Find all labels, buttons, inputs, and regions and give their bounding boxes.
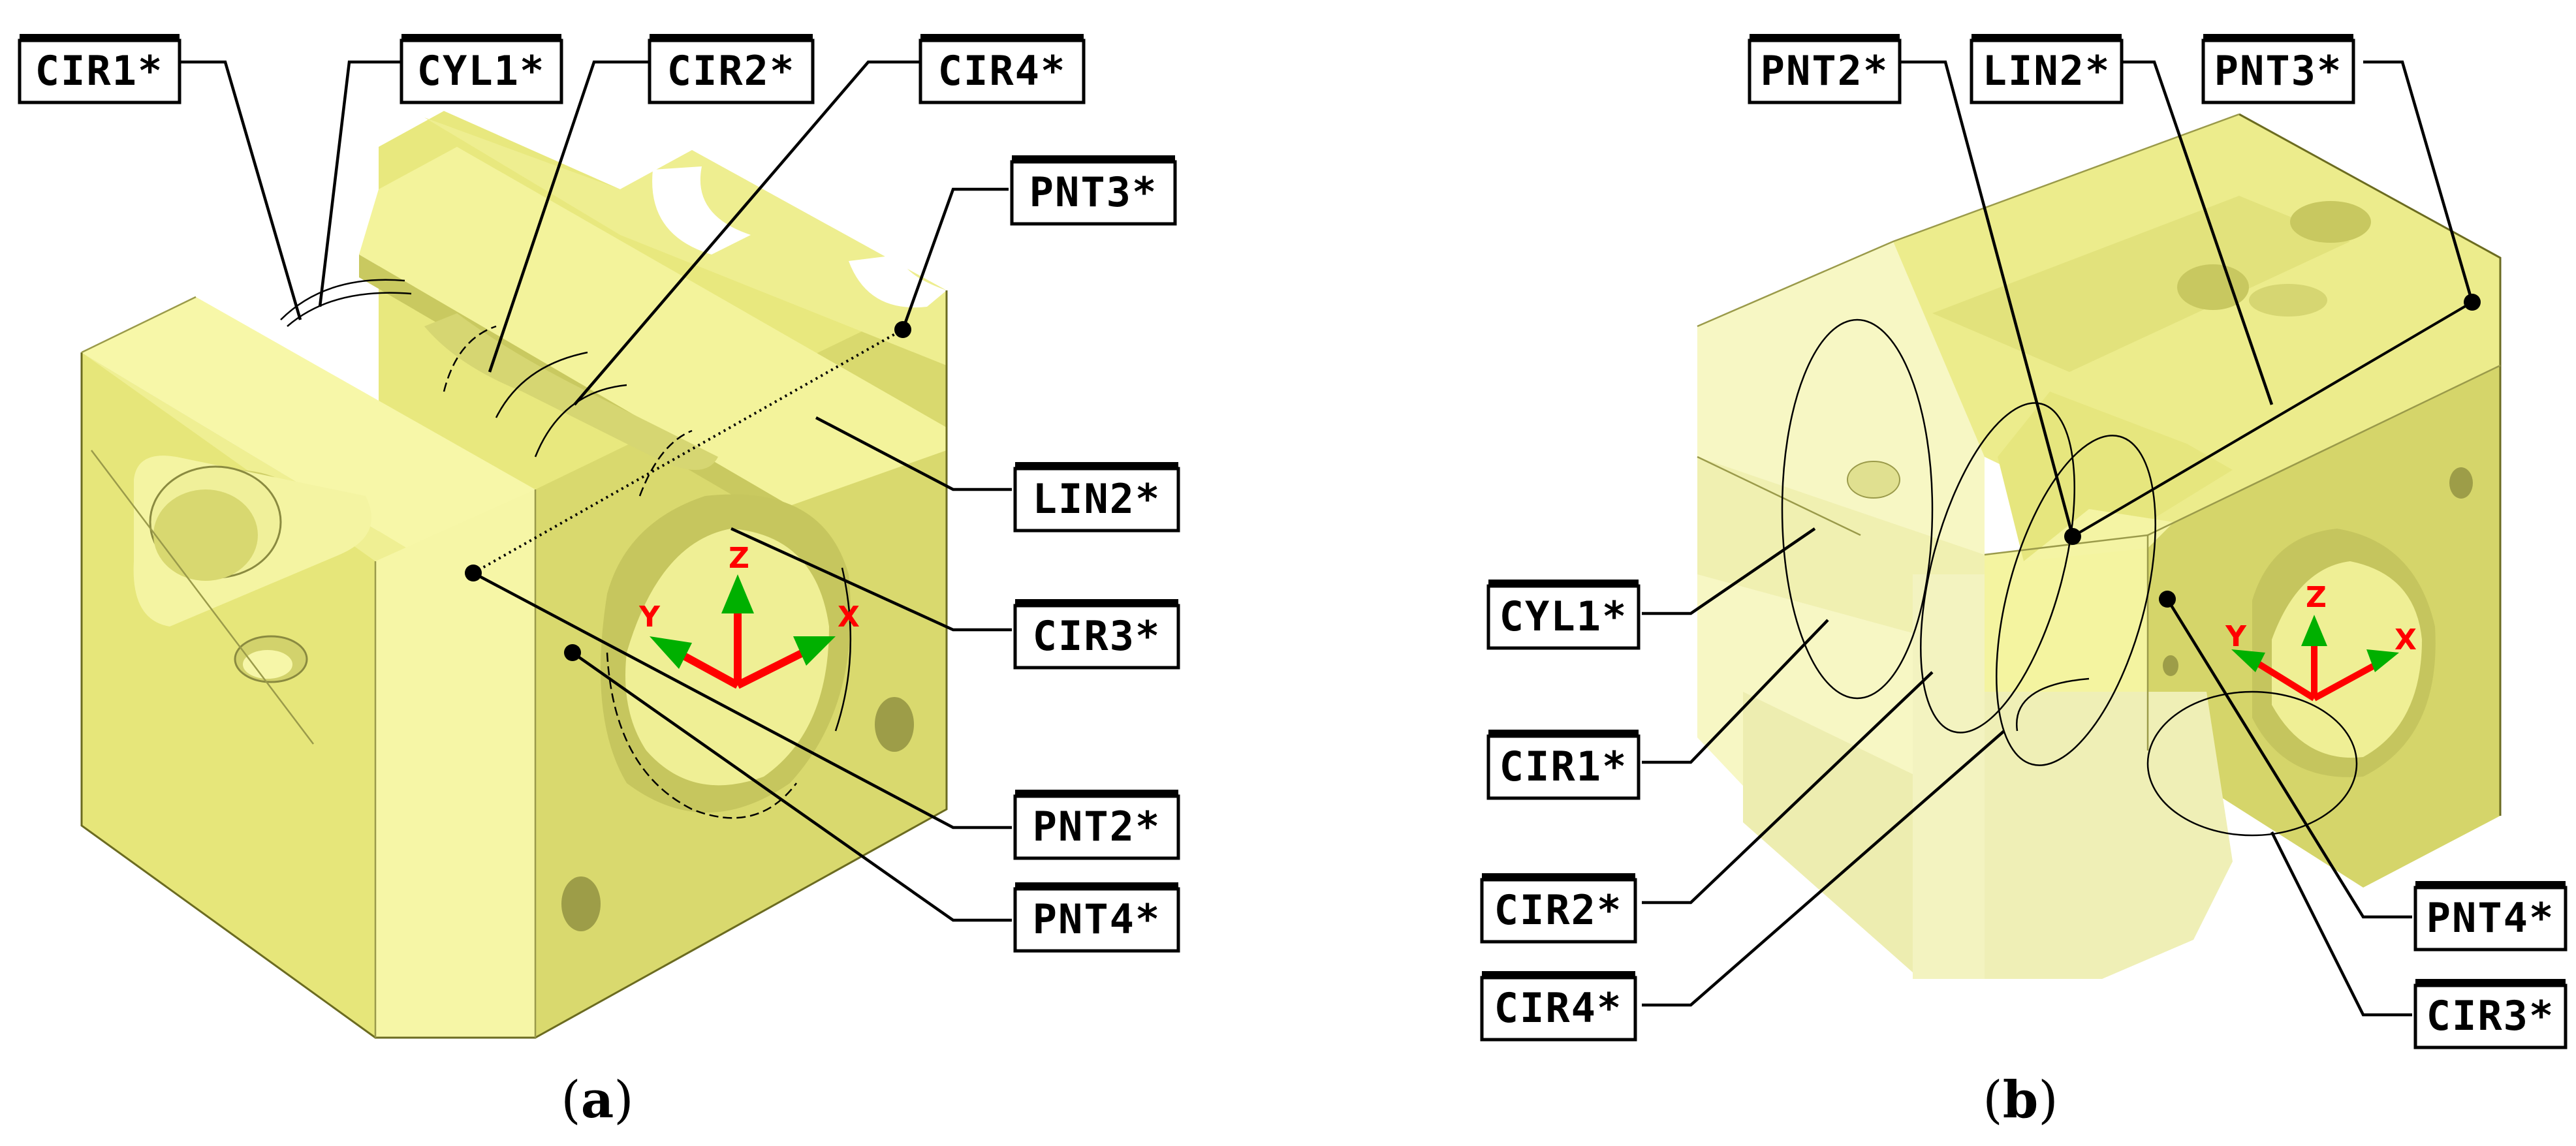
leader-pnt3 [901,187,1009,330]
tag-label: LIN2* [1033,475,1161,523]
tag-label: PNT3* [2214,47,2343,95]
leader-pnt2 [1900,60,2075,537]
leader-cir1 [180,60,302,320]
tag-label: CIR3* [1033,612,1161,660]
tag-cyl1: CYL1* [400,34,563,104]
tag-lin2: LIN2* [1970,34,2124,104]
tag-pnt3: PNT3* [1010,155,1177,226]
tag-pnt2: PNT2* [1748,34,1902,104]
tag-label: CIR1* [35,47,164,95]
tag-label: CYL1* [1500,593,1628,640]
tag-label: PNT2* [1033,803,1161,850]
leader-cir3 [2270,831,2412,1017]
leader-cir2 [488,60,650,373]
tag-cir1: CIR1* [1486,730,1641,800]
leader-cir2 [1642,671,1934,905]
leader-pnt2 [472,572,1012,829]
caption-a: (a) [561,1070,633,1130]
tag-cyl1: CYL1* [1486,580,1641,650]
y-axis-label: Y [638,600,661,634]
x-arrow-head [793,636,836,666]
y-arrow-head [2231,649,2265,672]
tag-pnt2: PNT2* [1013,790,1180,860]
tag-cir2: CIR2* [648,34,815,104]
tag-label: CIR1* [1500,743,1628,790]
leader-cir4 [573,60,920,406]
leader-pnt4 [2166,598,2412,919]
leader-lin2 [2122,60,2274,405]
part-model-b [1697,113,2502,979]
panel-a: Z Y X CIR1* CYL1* [18,34,1180,1130]
x-axis-label: X [838,600,860,634]
z-arrow-head [2301,615,2327,646]
leader-pnt4 [571,651,1012,922]
coordinate-axes-a: Z Y X [638,542,860,689]
tag-pnt4: PNT4* [1013,882,1180,953]
tag-label: PNT3* [1029,168,1158,216]
tag-label: CIR3* [2427,992,2555,1040]
y-arrow-head [650,636,692,669]
tag-cir4: CIR4* [919,34,1086,104]
tag-label: LIN2* [1983,47,2111,95]
tag-label: PNT4* [2427,894,2555,942]
leader-cir3 [730,527,1012,632]
panel-b: Z Y X PNT2* LIN2* [1480,34,2568,1130]
tag-label: CIR4* [1494,984,1623,1032]
tag-label: CIR2* [667,47,796,95]
coordinate-axes-b: Z Y X [2225,581,2417,702]
tag-label: CIR2* [1494,886,1623,934]
lin2-line [473,328,903,574]
z-arrow-head [721,574,754,613]
tag-cir2: CIR2* [1480,873,1637,944]
tag-cir3: CIR3* [1013,599,1180,670]
part-model-a [80,111,948,1039]
tag-cir4: CIR4* [1480,971,1637,1042]
tag-label: PNT4* [1033,895,1161,943]
leader-lin2 [815,416,1012,491]
tag-label: PNT2* [1761,47,1889,95]
x-axis-label: X [2395,623,2417,657]
tag-label: CYL1* [417,47,546,95]
tag-lin2: LIN2* [1013,462,1180,533]
tag-pnt4: PNT4* [2413,881,2568,952]
z-axis-label: Z [2306,581,2327,614]
leader-cyl1 [318,60,401,307]
leader-cir1 [1642,619,1829,764]
lin2-line [2071,301,2474,538]
leader-cyl1 [1642,527,1816,615]
y-axis-label: Y [2225,620,2247,653]
x-arrow-head [2366,649,2399,672]
tag-label: CIR4* [938,47,1067,95]
tag-cir3: CIR3* [2413,979,2568,1049]
tag-pnt3: PNT3* [2201,34,2355,104]
caption-b: (b) [1983,1070,2058,1130]
leader-cir4 [1642,730,2005,1007]
leader-pnt3 [2363,60,2474,303]
z-axis-label: Z [729,542,749,575]
tag-cir1: CIR1* [18,34,181,104]
